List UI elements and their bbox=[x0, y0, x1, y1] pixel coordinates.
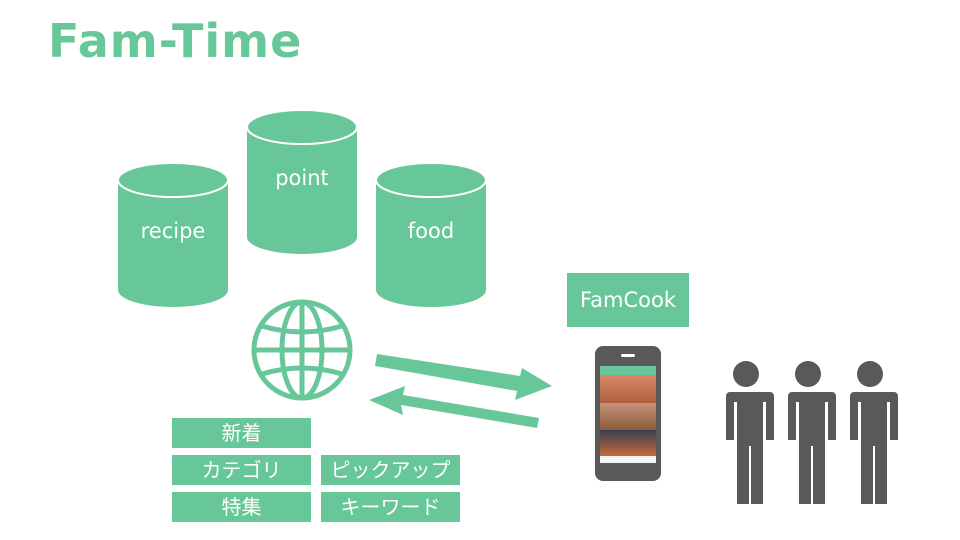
feature-new: 新着 bbox=[172, 418, 311, 448]
smartphone bbox=[595, 346, 661, 481]
database-label: food bbox=[407, 219, 455, 243]
feature-special: 特集 bbox=[172, 492, 311, 522]
app-name-label: FamCook bbox=[567, 273, 689, 327]
person-icon bbox=[722, 361, 774, 504]
arrow-right-icon bbox=[375, 354, 552, 400]
database-food: food bbox=[376, 163, 486, 308]
person-icon bbox=[784, 361, 836, 504]
feature-pickup: ピックアップ bbox=[321, 455, 460, 485]
feature-category: カテゴリ bbox=[172, 455, 311, 485]
globe-icon bbox=[251, 299, 353, 401]
arrow-left-icon bbox=[369, 386, 539, 428]
users-icon bbox=[722, 361, 898, 504]
phone-speaker bbox=[621, 354, 635, 357]
feature-keyword: キーワード bbox=[321, 492, 460, 522]
database-label: point bbox=[275, 166, 329, 190]
slide-title: Fam-Time bbox=[48, 14, 303, 68]
person-icon bbox=[846, 361, 898, 504]
database-label: recipe bbox=[140, 219, 206, 243]
sync-arrows bbox=[369, 354, 552, 428]
database-point: point bbox=[247, 110, 357, 255]
phone-screen bbox=[600, 366, 656, 463]
database-recipe: recipe bbox=[118, 163, 228, 308]
